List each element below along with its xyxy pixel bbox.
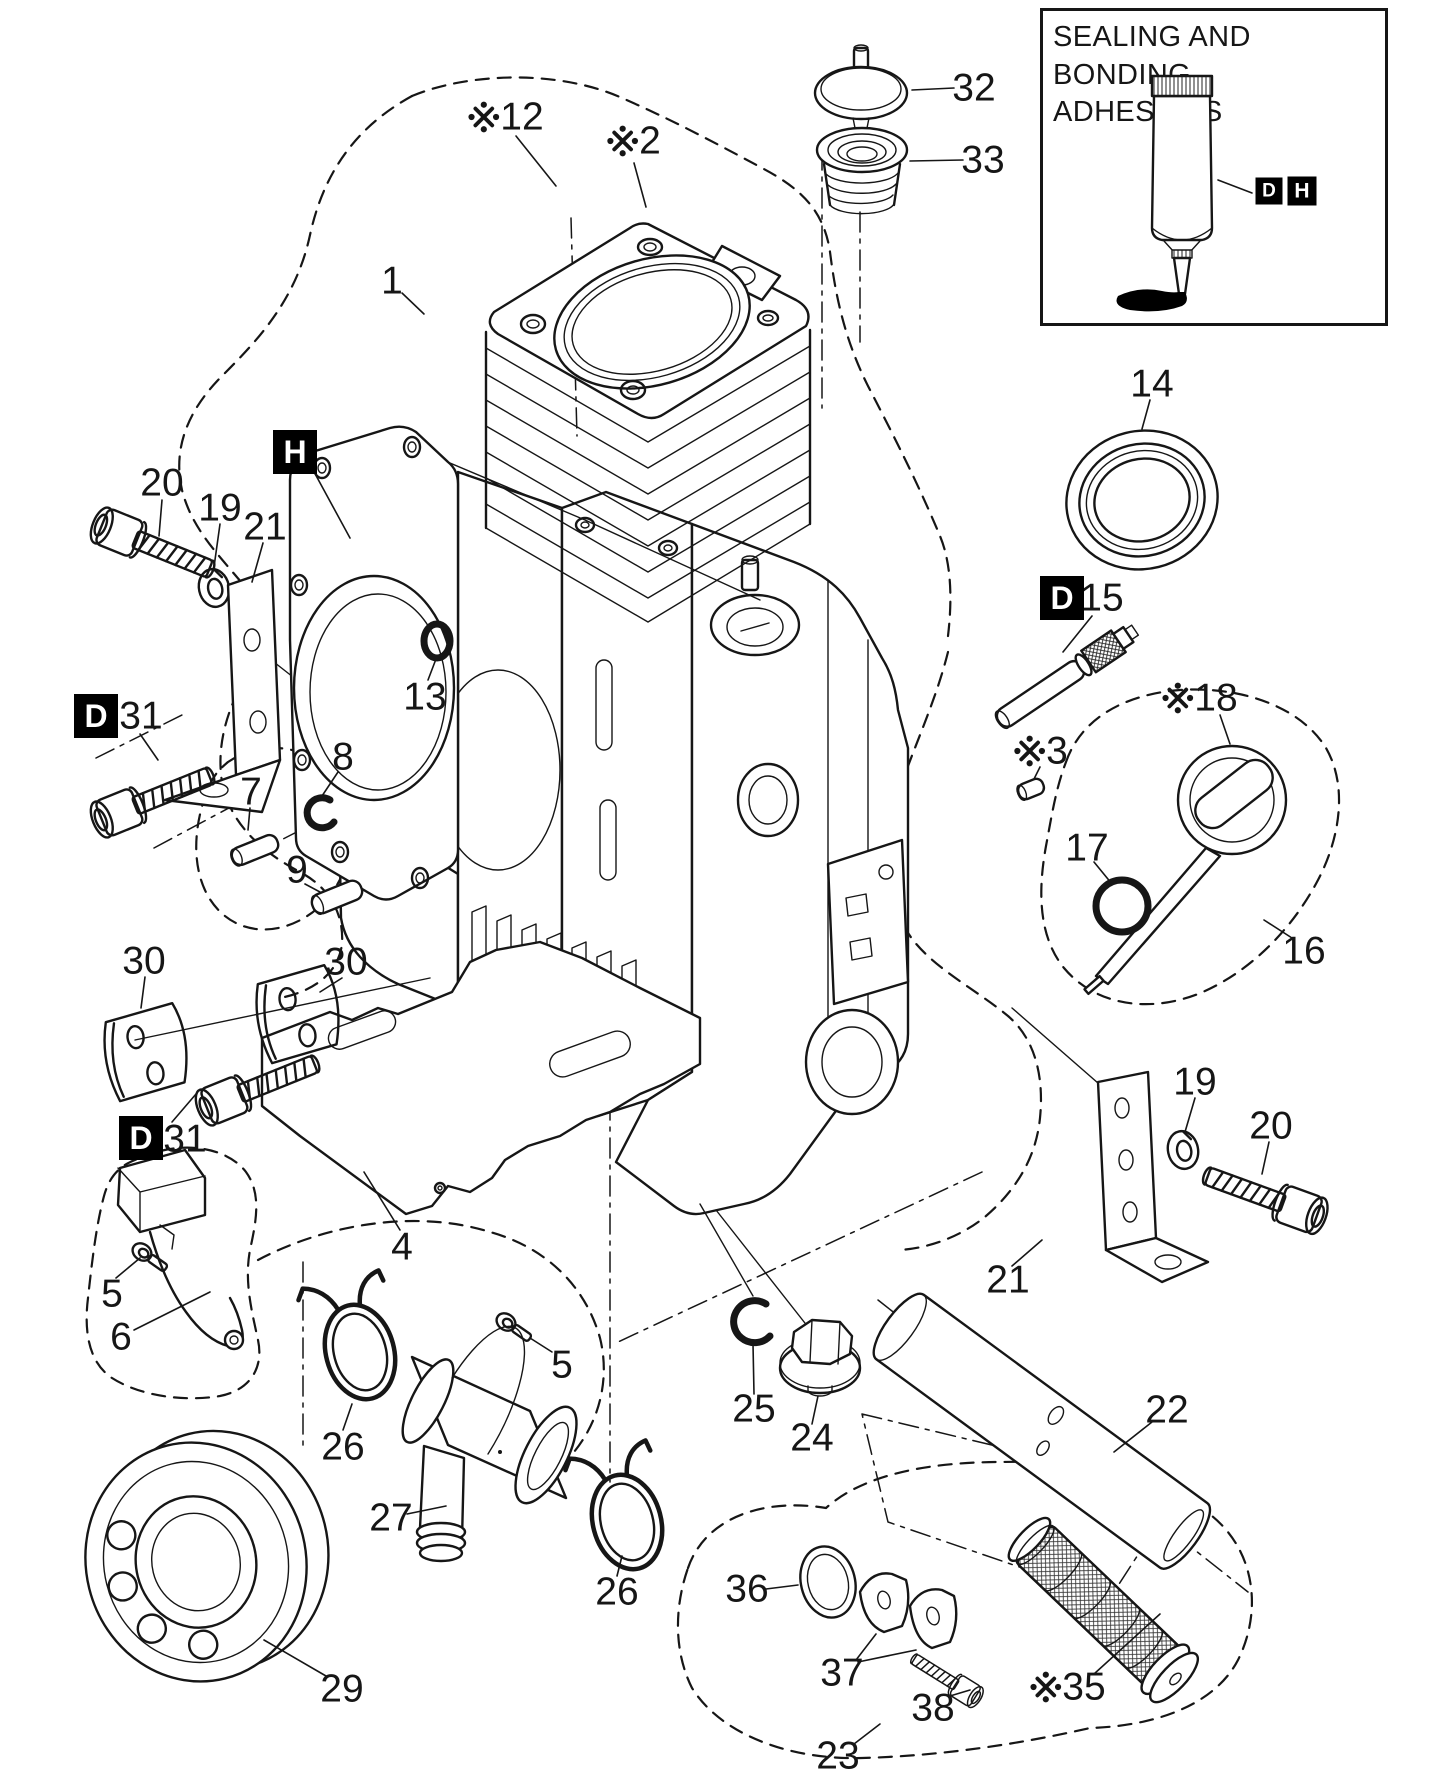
dowel-pin-9 [310, 879, 364, 916]
leader-lines [115, 87, 1293, 1745]
bolt-38 [905, 1646, 988, 1711]
adhesives-box-title-line1: SEALING AND BONDING [1053, 21, 1251, 91]
elbow-pipe-27 [401, 1325, 578, 1563]
bracket-21-right [1096, 1070, 1210, 1284]
hose-clamp-26-upper [296, 1268, 412, 1410]
o-ring-36 [799, 1545, 857, 1619]
bracket-6 [116, 1148, 245, 1351]
pin-3 [1016, 777, 1046, 802]
baffle-plate [260, 940, 702, 1216]
threaded-plug-33 [815, 126, 909, 215]
o-ring-13 [420, 620, 454, 662]
tube-22 [872, 1292, 1212, 1570]
bolt-20-left [85, 503, 222, 590]
drain-plug-24 [778, 1318, 862, 1397]
oil-cap-18 [1083, 744, 1288, 996]
cylinder [484, 222, 812, 623]
adhesive-tube [1116, 74, 1214, 312]
ball-bearing-29 [84, 1429, 330, 1683]
oil-seal-14 [1065, 429, 1219, 571]
clamp-shell-30-left [99, 1001, 193, 1104]
clamp-halves-37 [858, 1572, 958, 1650]
bracket-21-left [163, 568, 282, 814]
lock-washer-19-right [1163, 1127, 1203, 1173]
cap-32 [813, 44, 909, 130]
pin-15 [994, 624, 1140, 730]
bolt-20-right [1196, 1155, 1334, 1238]
gasket-25 [730, 1297, 774, 1347]
dowel-pin-7 [230, 833, 280, 867]
o-ring-17 [1092, 876, 1152, 936]
filter-35 [1007, 1516, 1199, 1704]
crankcase [134, 446, 1123, 1333]
snap-ring-8 [303, 794, 338, 832]
